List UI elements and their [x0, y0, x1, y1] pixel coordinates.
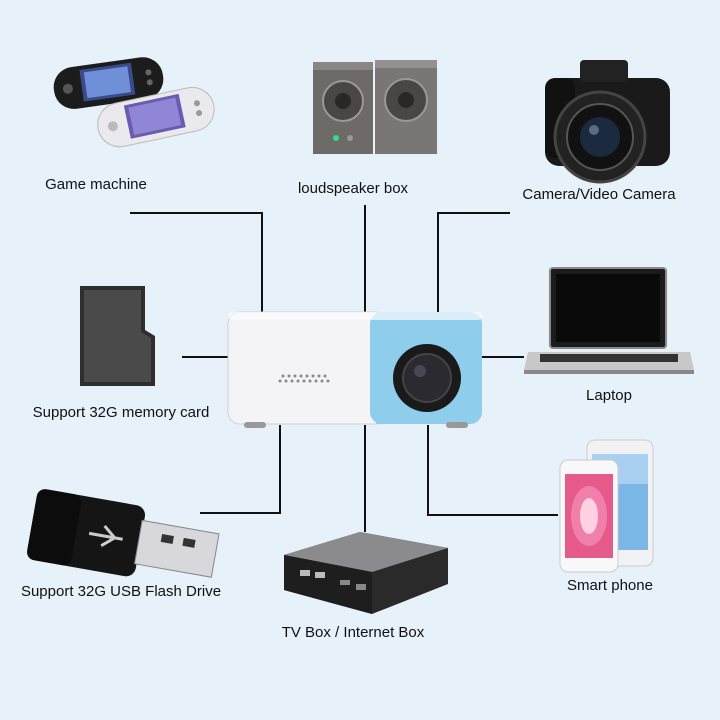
label-smart-phone: Smart phone [567, 577, 653, 594]
label-camera: Camera/Video Camera [522, 186, 676, 203]
line-game-machine [130, 212, 263, 312]
line-usb-drive [200, 425, 281, 514]
line-smart-phone [427, 425, 558, 516]
label-laptop: Laptop [586, 387, 632, 404]
line-camera [437, 212, 510, 312]
label-tv-box: TV Box / Internet Box [281, 624, 425, 641]
label-loudspeaker-box: loudspeaker box [297, 180, 409, 197]
label-memory-card: Support 32G memory card [32, 404, 210, 421]
label-game-machine: Game machine [45, 176, 147, 193]
label-usb-drive: Support 32G USB Flash Drive [20, 583, 222, 600]
